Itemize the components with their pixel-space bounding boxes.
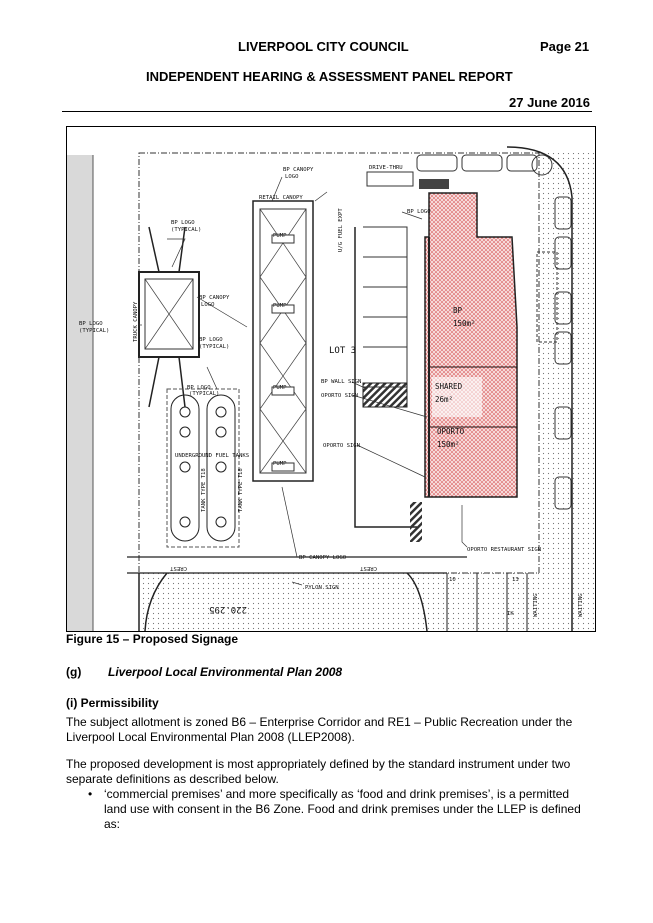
- svg-text:220.295: 220.295: [209, 604, 247, 614]
- svg-text:TANK TYPE T18: TANK TYPE T18: [201, 468, 207, 512]
- section-g-number: (g): [66, 665, 82, 679]
- section-i-title: Permissibility: [80, 696, 159, 710]
- label-lot: LOT 3: [329, 346, 356, 356]
- svg-text:(TYPICAL): (TYPICAL): [171, 227, 201, 233]
- label-bp-canopy: BP CANOPY: [283, 167, 314, 173]
- svg-text:BP LOGO: BP LOGO: [187, 385, 211, 391]
- svg-text:BP WALL SIGN: BP WALL SIGN: [321, 379, 361, 385]
- landscape-strip-bottom: [139, 573, 539, 631]
- paragraph-definitions: The proposed development is most appropr…: [66, 757, 571, 786]
- site-plan-figure: BP CANOPY LOGO RETAIL CANOPY DRIVE-THRU …: [66, 126, 596, 632]
- svg-text:(TYPICAL): (TYPICAL): [79, 328, 109, 334]
- building-footprint: [424, 192, 518, 498]
- svg-text:PUMP: PUMP: [273, 461, 287, 467]
- svg-text:LOGO: LOGO: [201, 302, 215, 308]
- svg-text:PUMP: PUMP: [273, 385, 287, 391]
- section-i-heading: (i) Permissibility: [66, 696, 592, 711]
- svg-text:RETAIL CANOPY: RETAIL CANOPY: [259, 195, 303, 201]
- report-date: 27 June 2016: [509, 95, 590, 110]
- section-i-number: (i): [66, 696, 78, 710]
- header-rule: [62, 111, 592, 112]
- report-title: INDEPENDENT HEARING & ASSESSMENT PANEL R…: [146, 69, 513, 84]
- council-name: LIVERPOOL CITY COUNCIL: [238, 39, 409, 54]
- svg-text:UNDERGROUND FUEL TANKS: UNDERGROUND FUEL TANKS: [175, 453, 249, 459]
- svg-text:OPORTO SIGN: OPORTO SIGN: [321, 393, 358, 399]
- svg-text:(TYPICAL): (TYPICAL): [189, 391, 219, 397]
- svg-text:13: 13: [512, 577, 519, 583]
- svg-text:CREST: CREST: [360, 565, 377, 571]
- section-g-title: Liverpool Local Environmental Plan 2008: [108, 665, 343, 679]
- svg-text:(TYPICAL): (TYPICAL): [199, 344, 229, 350]
- svg-text:SHARED: SHARED: [435, 382, 463, 391]
- bullet-commercial-premises: ‘commercial premises’ and more specifica…: [104, 787, 581, 831]
- page-number: Page 21: [540, 39, 590, 54]
- svg-text:PUMP: PUMP: [273, 233, 287, 239]
- section-g-heading: (g) Liverpool Local Environmental Plan 2…: [66, 665, 592, 680]
- svg-text:OPORTO SIGN: OPORTO SIGN: [323, 443, 360, 449]
- svg-text:BP LOGO: BP LOGO: [407, 209, 431, 215]
- svg-text:BP CANOPY LOGO: BP CANOPY LOGO: [299, 555, 347, 561]
- site-plan-drawing: BP CANOPY LOGO RETAIL CANOPY DRIVE-THRU …: [67, 146, 595, 631]
- truck-canopy: [138, 271, 200, 358]
- svg-text:BP: BP: [453, 306, 463, 315]
- svg-text:BP LOGO: BP LOGO: [79, 321, 103, 327]
- fuel-canopy: [252, 200, 314, 482]
- svg-text:26m²: 26m²: [435, 395, 453, 404]
- svg-text:CREST: CREST: [170, 565, 187, 571]
- bullet-marker: •: [88, 787, 93, 801]
- svg-text:TANK TYPE T18: TANK TYPE T18: [238, 468, 244, 512]
- svg-text:DRIVE-THRU: DRIVE-THRU: [369, 165, 403, 171]
- svg-text:PYLON SIGN: PYLON SIGN: [305, 585, 339, 591]
- svg-text:BP LOGO: BP LOGO: [171, 220, 195, 226]
- svg-text:TRUCK CANOPY: TRUCK CANOPY: [133, 301, 139, 342]
- svg-text:PUMP: PUMP: [273, 303, 287, 309]
- svg-text:WAITING: WAITING: [533, 593, 539, 617]
- svg-text:LOGO: LOGO: [285, 174, 299, 180]
- svg-text:BP CANOPY: BP CANOPY: [199, 295, 230, 301]
- svg-text:OPORTO RESTAURANT SIGN: OPORTO RESTAURANT SIGN: [467, 547, 541, 553]
- hatched-zone: [362, 382, 408, 408]
- svg-text:150m²: 150m²: [453, 319, 476, 328]
- svg-text:WAITING: WAITING: [578, 593, 584, 617]
- svg-text:150m²: 150m²: [437, 440, 460, 449]
- verge-strip: [67, 155, 93, 631]
- paragraph-zoning: The subject allotment is zoned B6 – Ente…: [66, 715, 573, 744]
- svg-text:IK: IK: [507, 611, 514, 617]
- svg-text:OPORTO: OPORTO: [437, 427, 465, 436]
- svg-text:BP LOGO: BP LOGO: [199, 337, 223, 343]
- landscape-strip-right: [539, 153, 595, 631]
- svg-text:10: 10: [449, 577, 456, 583]
- figure-caption: Figure 15 – Proposed Signage: [66, 632, 239, 646]
- svg-text:U/G FUEL EXPT: U/G FUEL EXPT: [338, 208, 344, 252]
